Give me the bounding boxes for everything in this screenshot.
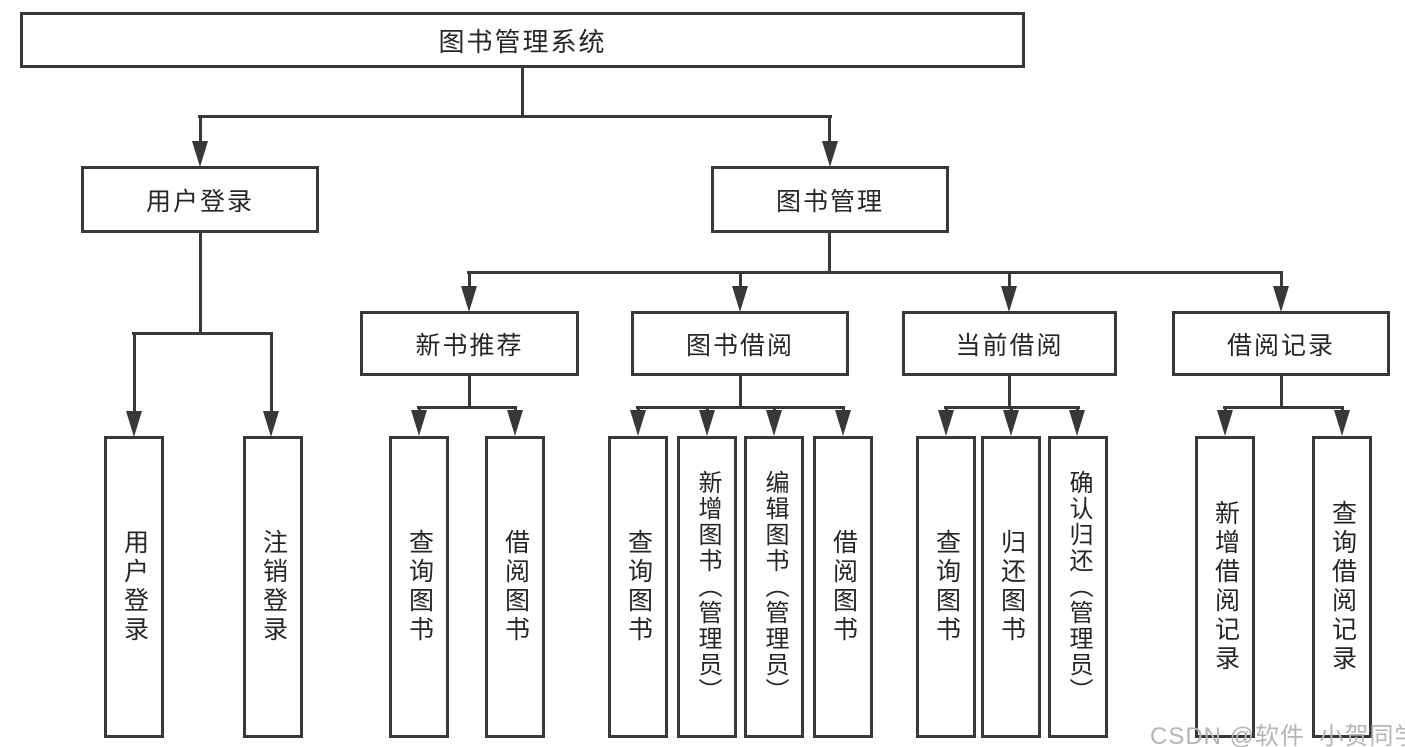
node-user-login: 用户登录 [81,166,319,233]
arrow-down-icon [1273,286,1289,312]
arrow-down-icon [766,410,782,436]
leaf-newbook-query-books: 查询图书 [389,436,449,738]
arrow-down-icon [630,410,646,436]
connector-root-stem [521,66,524,117]
connector-drop-leaf-login [133,332,136,414]
leaf-borrow-edit-books-admin: 编辑图书（管理员） [744,436,804,738]
connector-bookborrow-stem [739,374,742,409]
connector-bookmgmt-stem [828,231,831,274]
connector-root-bar [198,115,832,118]
connector-userlogin-bar [132,332,273,335]
arrow-down-icon [126,411,142,437]
connector-newbook-bar [417,406,517,409]
arrow-down-icon [1003,410,1019,436]
connector-newbook-stem [468,374,471,409]
connector-currentborrow-stem [1008,374,1011,409]
node-new-book-recommend: 新书推荐 [360,311,579,376]
connector-borrowrecord-bar [1223,406,1344,409]
leaf-current-query-books: 查询图书 [916,436,976,738]
connector-drop-borrow-record [1280,271,1283,289]
csdn-watermark: CSDN @软件_小贺同学 [1150,723,1405,747]
connector-drop-book-mgmt [828,115,831,145]
node-borrow-record: 借阅记录 [1172,311,1390,376]
connector-drop-current-borrow [1008,271,1011,289]
arrow-down-icon [1069,410,1085,436]
arrow-down-icon [507,410,523,436]
arrow-down-icon [192,141,208,167]
arrow-down-icon [732,286,748,312]
leaf-borrow-query-books: 查询图书 [608,436,668,738]
arrow-down-icon [835,410,851,436]
connector-bookmgmt-bar [467,271,1282,274]
node-book-mgmt: 图书管理 [711,166,949,233]
leaf-user-login: 用户登录 [104,436,164,738]
leaf-logout: 注销登录 [243,436,303,738]
node-book-borrow: 图书借阅 [631,311,849,376]
node-root: 图书管理系统 [20,12,1025,68]
leaf-newbook-borrow-books: 借阅图书 [485,436,545,738]
leaf-current-return-books: 归还图书 [981,436,1041,738]
leaf-record-add-borrow-record: 新增借阅记录 [1195,436,1255,738]
arrow-down-icon [1001,286,1017,312]
connector-drop-book-borrow [739,271,742,289]
arrow-down-icon [699,410,715,436]
arrow-down-icon [263,411,279,437]
connector-userlogin-stem [199,231,202,335]
leaf-record-query-borrow-record: 查询借阅记录 [1312,436,1372,738]
arrow-down-icon [461,286,477,312]
connector-bookborrow-bar [636,406,845,409]
connector-drop-leaf-logout [270,332,273,414]
node-current-borrow: 当前借阅 [902,311,1117,376]
leaf-borrow-borrow-books: 借阅图书 [813,436,873,738]
connector-drop-new-book [468,271,471,289]
connector-drop-user-login [199,115,202,145]
leaf-current-confirm-return-admin: 确认归还（管理员） [1048,436,1108,738]
arrow-down-icon [938,410,954,436]
leaf-borrow-add-books-admin: 新增图书（管理员） [677,436,737,738]
arrow-down-icon [822,141,838,167]
connector-borrowrecord-stem [1280,374,1283,409]
arrow-down-icon [1217,410,1233,436]
arrow-down-icon [411,410,427,436]
arrow-down-icon [1334,410,1350,436]
